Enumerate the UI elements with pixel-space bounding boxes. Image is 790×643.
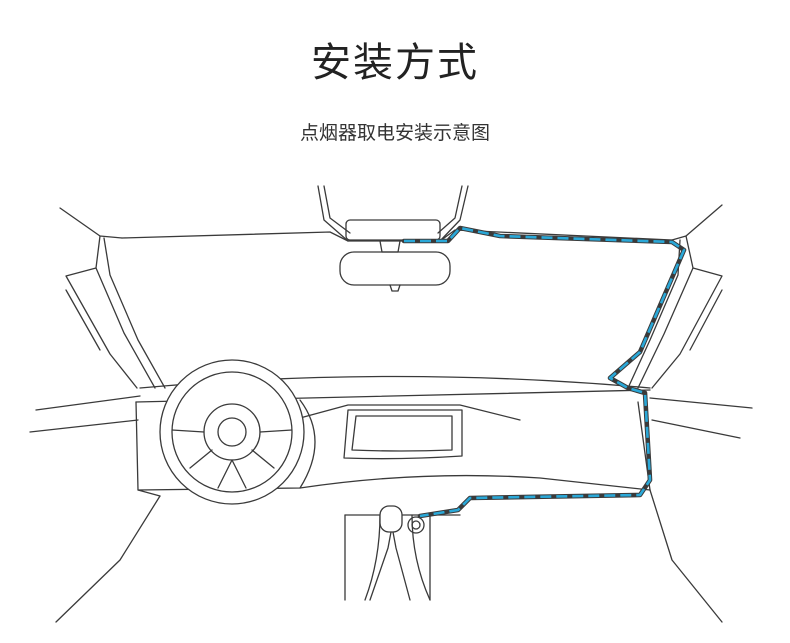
- steering-wheel-icon: [159, 359, 305, 505]
- left-a-pillar: [59, 207, 166, 389]
- center-console: [344, 514, 461, 601]
- center-display: [343, 409, 463, 460]
- page-title: 安装方式: [311, 40, 479, 86]
- diagram-subtitle: 点烟器取电安装示意图: [299, 122, 490, 144]
- cigarette-lighter: [369, 505, 425, 601]
- rearview-mirror: [317, 185, 469, 292]
- power-cable-route: [401, 225, 687, 519]
- windshield-frame: [121, 229, 673, 242]
- right-a-pillar: [627, 204, 723, 389]
- cabin-sides: [29, 395, 753, 623]
